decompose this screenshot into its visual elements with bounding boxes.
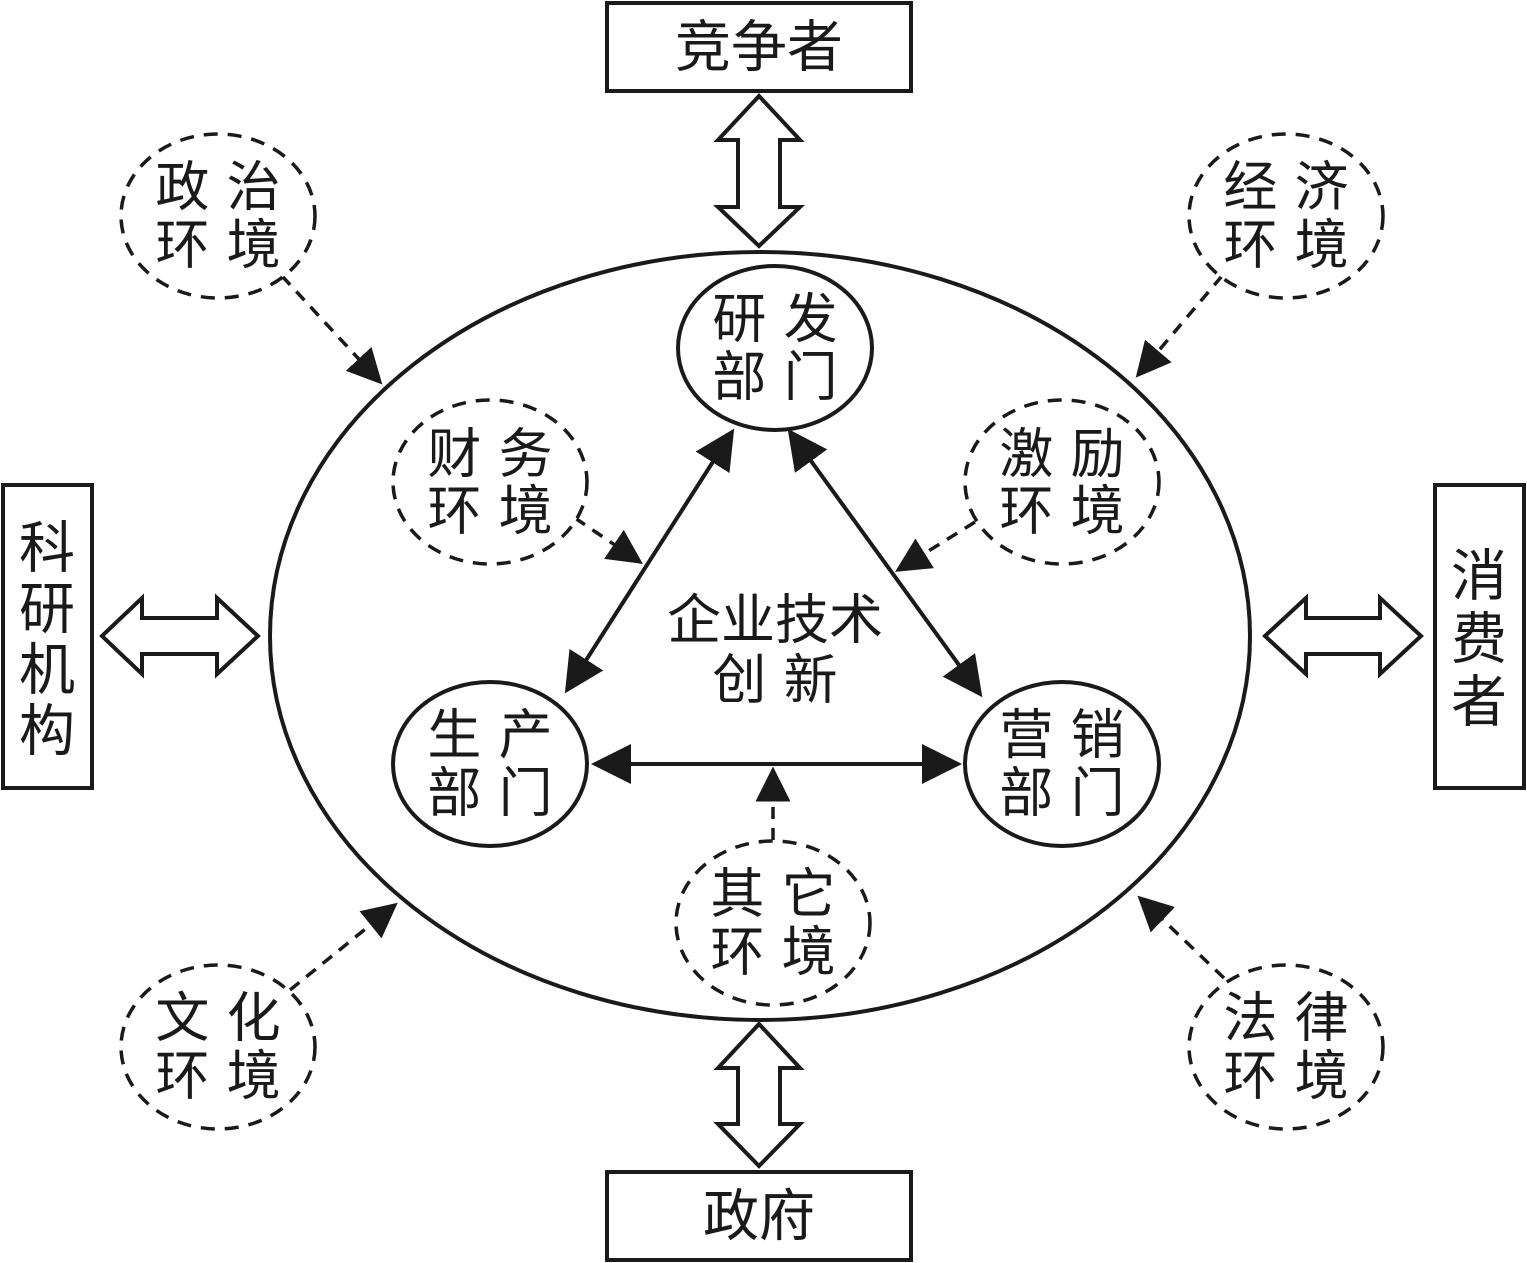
- env-incentive-line-1: 激 励: [999, 423, 1124, 486]
- consumer-label-char-2: 费: [1451, 608, 1507, 673]
- research-label-char-3: 机: [19, 639, 75, 704]
- research-institute-box: 科 研 机 构: [1, 483, 94, 790]
- env-political: 政 治 环 境: [119, 132, 317, 300]
- competitor-box: 竞争者: [605, 1, 913, 93]
- env-cultural-line-2: 环 境: [155, 1045, 280, 1108]
- env-political-line-1: 政 治: [155, 156, 280, 219]
- env-incentive-line-2: 环 境: [999, 480, 1124, 543]
- env-political-line-2: 环 境: [155, 214, 280, 277]
- arrow-rd-production: [564, 428, 735, 694]
- double-arrow-government: [713, 1021, 805, 1169]
- government-label: 政府: [703, 1185, 815, 1250]
- dashed-arrow-political: [280, 274, 383, 385]
- dept-marketing-line-1: 营 销: [999, 704, 1124, 767]
- double-arrow-research: [99, 593, 261, 679]
- env-economic-line-2: 环 境: [1223, 214, 1348, 277]
- dept-marketing-line-2: 部 门: [999, 762, 1124, 825]
- research-label-char-4: 构: [19, 700, 75, 765]
- dashed-arrow-economic: [1135, 274, 1224, 378]
- dept-production: 生 产 部 门: [391, 680, 589, 848]
- env-other-line-2: 环 境: [710, 921, 835, 984]
- dept-rd: 研 发 部 门: [676, 264, 874, 432]
- env-economic-line-1: 经 济: [1223, 156, 1348, 219]
- center-label-line-1: 企业技术: [667, 589, 883, 652]
- center-label: 企业技术 创 新: [667, 589, 883, 712]
- env-legal-line-2: 环 境: [1223, 1045, 1348, 1108]
- env-financial-line-1: 财 务: [427, 423, 552, 486]
- consumer-box: 消 费 者: [1433, 483, 1526, 790]
- double-arrow-consumer: [1262, 593, 1424, 679]
- research-label-char-1: 科: [19, 517, 75, 582]
- arrow-rd-marketing: [787, 428, 983, 698]
- consumer-label-char-3: 者: [1451, 671, 1507, 736]
- double-arrow-competitor: [712, 93, 806, 249]
- env-financial: 财 务 环 境: [391, 398, 589, 566]
- dashed-arrow-cultural: [288, 902, 398, 992]
- research-label-char-2: 研: [19, 578, 75, 643]
- env-legal-line-1: 法 律: [1223, 987, 1348, 1050]
- dept-production-line-2: 部 门: [427, 762, 552, 825]
- env-other: 其 它 环 境: [674, 839, 872, 1007]
- env-economic: 经 济 环 境: [1187, 132, 1385, 300]
- env-cultural-line-1: 文 化: [155, 987, 280, 1050]
- env-legal: 法 律 环 境: [1187, 963, 1385, 1131]
- competitor-label: 竞争者: [675, 16, 843, 81]
- env-incentive: 激 励 环 境: [963, 398, 1161, 566]
- dashed-arrow-legal: [1137, 895, 1226, 980]
- dept-rd-line-2: 部 门: [712, 346, 837, 409]
- env-cultural: 文 化 环 境: [119, 963, 317, 1131]
- government-box: 政府: [605, 1170, 913, 1262]
- dept-rd-line-1: 研 发: [712, 288, 837, 351]
- dept-production-line-1: 生 产: [427, 704, 552, 767]
- dept-marketing: 营 销 部 门: [963, 680, 1161, 848]
- consumer-label-char-1: 消: [1451, 545, 1507, 610]
- env-financial-line-2: 环 境: [427, 480, 552, 543]
- env-other-line-1: 其 它: [710, 863, 835, 926]
- center-label-line-2: 创 新: [712, 649, 837, 712]
